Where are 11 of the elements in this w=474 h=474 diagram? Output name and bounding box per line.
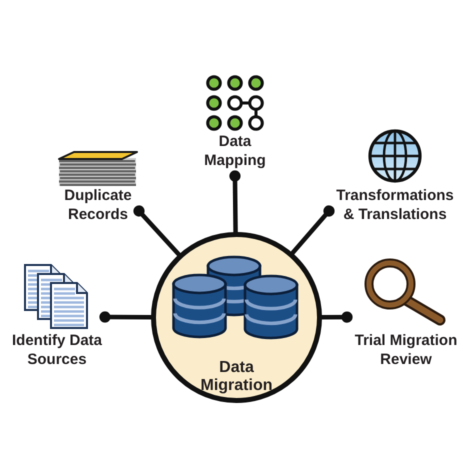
connector-line — [133, 205, 182, 258]
step-label: Data Mapping — [203, 132, 267, 170]
step-label: Transformations & Translations — [335, 186, 455, 224]
connector-line — [99, 311, 153, 323]
hub-label: Data Migration — [200, 359, 274, 395]
connector-line — [229, 170, 241, 234]
connector-line — [290, 205, 335, 256]
step-label: Trial Migration Review — [354, 331, 458, 369]
step-label: Identify Data Sources — [10, 331, 103, 369]
connector-line — [320, 312, 353, 323]
step-label: Duplicate Records — [63, 186, 133, 224]
